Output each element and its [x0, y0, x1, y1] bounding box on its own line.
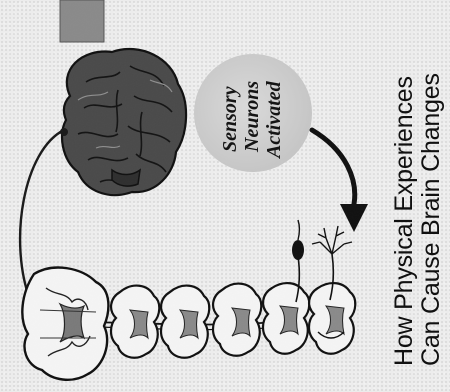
title-line-2: Can Cause Brain Changes — [419, 73, 444, 366]
caption-line-2: Neurons — [242, 81, 262, 152]
diagram-title: How Physical Experiences Can Cause Brain… — [392, 4, 450, 384]
title-line-1: How Physical Experiences — [392, 76, 417, 366]
caption-line-3: Activated — [264, 81, 284, 158]
sensory-caption: Sensory Neurons Activated — [194, 54, 312, 172]
caption-line-1: Sensory — [220, 86, 240, 152]
